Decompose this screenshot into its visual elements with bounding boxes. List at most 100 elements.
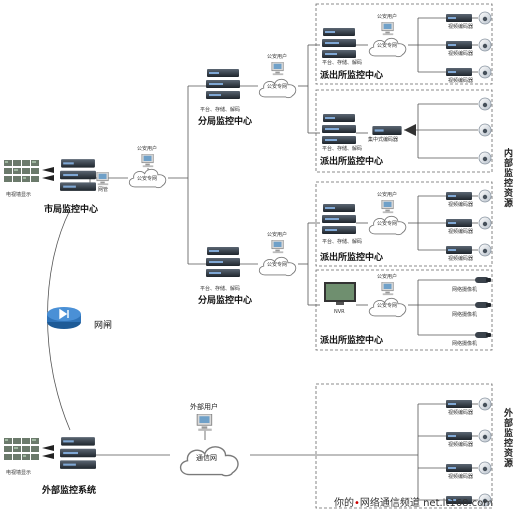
branch-server-icon [206, 69, 240, 99]
dome-camera-icon [478, 97, 492, 111]
video-encoder-icon [446, 68, 472, 76]
station-3-label: 派出所监控中心 [320, 253, 384, 263]
station-box-4 [315, 269, 493, 351]
police-user-pc-icon [381, 282, 394, 296]
police-user-pc-icon [141, 154, 154, 168]
video-encoder-label: 视频编码器 [448, 51, 474, 57]
dome-camera-icon [478, 243, 492, 257]
external-server-icon [60, 437, 96, 469]
platform-label: 平台、存储、解码 [200, 107, 241, 113]
platform-label: 平台、存储、解码 [322, 146, 363, 152]
police-net-label: 公安专网 [137, 176, 158, 182]
watermark-site: 网络通信频道 [359, 498, 420, 509]
platform-label: 平台、存储、解码 [200, 286, 241, 292]
network-mgmt-pc-icon [96, 172, 109, 186]
video-encoder-icon [446, 219, 472, 227]
network-mgmt-label: 网管 [98, 187, 109, 193]
video-encoder-label: 视频编码器 [448, 24, 474, 30]
gatekeeper-icon [47, 307, 81, 329]
video-encoder-label: 视频编码器 [448, 256, 474, 262]
city-center-label: 市局监控中心 [44, 205, 99, 215]
encoder-fan-icon [404, 124, 416, 136]
connection-lines [47, 17, 478, 501]
station-server-icon [322, 204, 356, 234]
police-net-label: 公安专网 [377, 221, 398, 227]
video-encoder-icon [446, 246, 472, 254]
station-1-label: 派出所监控中心 [320, 71, 384, 81]
police-net-label: 公安专网 [377, 303, 398, 309]
ip-camera-label: 网络摄像机 [452, 312, 478, 318]
tv-wall-label: 电视墙显示 [6, 470, 32, 476]
ip-camera-label: 网络摄像机 [452, 341, 478, 347]
platform-label: 平台、存储、解码 [322, 60, 363, 66]
gatekeeper-label: 网闸 [94, 321, 113, 331]
police-net-label: 公安专网 [267, 262, 288, 268]
dome-camera-icon [478, 216, 492, 230]
dome-camera-icon [478, 429, 492, 443]
external-box [315, 383, 493, 509]
tv-wall-icon [4, 160, 39, 182]
external-user-pc-icon [196, 414, 213, 432]
video-encoder-icon [446, 432, 472, 440]
city-center-server-icon [60, 159, 96, 191]
tv-arrows [42, 167, 54, 459]
police-user-label: 公安用户 [377, 192, 398, 198]
dome-camera-icon [478, 38, 492, 52]
video-encoder-icon [446, 464, 472, 472]
police-net-label: 公安专网 [267, 84, 288, 90]
police-user-pc-icon [271, 62, 284, 76]
branch-top-label: 分局监控中心 [198, 117, 253, 127]
comm-net-label: 通信网 [196, 454, 217, 462]
video-encoder-label: 视频编码器 [448, 202, 474, 208]
video-encoder-label: 视频编码器 [448, 229, 474, 235]
police-user-pc-icon [381, 22, 394, 36]
video-encoder-label: 视频编码器 [448, 410, 474, 416]
dome-camera-icon [478, 11, 492, 25]
platform-label: 平台、存储、解码 [322, 239, 363, 245]
dome-camera-icon [478, 65, 492, 79]
police-user-label: 公安用户 [267, 232, 288, 238]
dome-camera-icon [478, 123, 492, 137]
video-encoder-icon [446, 14, 472, 22]
police-user-pc-icon [381, 200, 394, 214]
station-box-3 [315, 181, 493, 267]
dome-camera-icon [478, 461, 492, 475]
ip-camera-icon [475, 302, 491, 308]
tv-wall-label: 电视墙显示 [6, 192, 32, 198]
station-server-icon [322, 114, 356, 144]
dome-camera-icon [478, 397, 492, 411]
branch-bottom-label: 分局监控中心 [198, 296, 253, 306]
police-user-label: 公安用户 [377, 274, 398, 280]
external-system-label: 外部监控系统 [42, 486, 97, 496]
branch-server-icon [206, 247, 240, 277]
station-2-label: 派出所监控中心 [320, 157, 384, 167]
watermark: 你的•网络通信频道 net.it168.com [334, 494, 493, 509]
dome-camera-icon [478, 151, 492, 165]
police-user-label: 公安用户 [377, 14, 398, 20]
video-encoder-icon [446, 400, 472, 408]
watermark-url: net.it168.com [423, 498, 494, 509]
tv-wall-icon [4, 438, 39, 460]
video-encoder-label: 视频编码器 [448, 78, 474, 84]
external-user-label: 外部用户 [190, 403, 218, 411]
video-encoder-icon [446, 41, 472, 49]
centralized-encoder-icon [372, 126, 402, 135]
station-4-label: 派出所监控中心 [320, 336, 384, 346]
internal-resources-label: 内部监控资源 [502, 148, 512, 208]
ip-camera-label: 网络摄像机 [452, 287, 478, 293]
police-user-label: 公安用户 [137, 146, 158, 152]
video-encoder-label: 视频编码器 [448, 442, 474, 448]
external-resources-label: 外部监控资源 [502, 408, 512, 468]
watermark-dot: • [354, 498, 360, 509]
station-box-1 [315, 3, 493, 85]
police-user-pc-icon [271, 240, 284, 254]
centralized-encoder-label: 集中式编码器 [368, 137, 399, 143]
video-encoder-icon [446, 192, 472, 200]
police-net-label: 公安专网 [377, 43, 398, 49]
watermark-prefix: 你的 [334, 498, 354, 509]
station-box-2 [315, 89, 493, 173]
ip-camera-icon [475, 277, 491, 283]
ip-camera-icon [475, 332, 491, 338]
station-server-icon [322, 28, 356, 58]
